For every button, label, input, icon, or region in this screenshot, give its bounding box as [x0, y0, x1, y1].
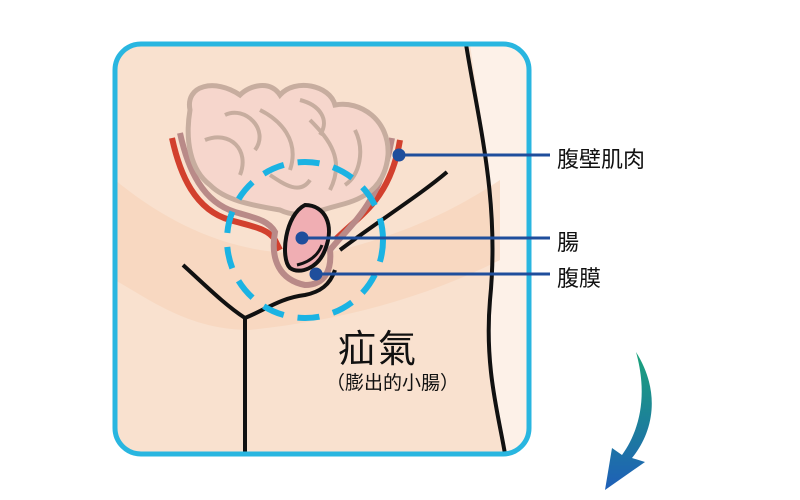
intestine-folds: [204, 98, 363, 191]
body-outline: [464, 44, 508, 454]
leader-dot-intestine: [295, 231, 309, 245]
hernia-title: 疝氣: [338, 327, 419, 371]
hernia-highlight-circle: [224, 159, 386, 321]
label-abdominal-muscle: 腹壁肌肉: [557, 148, 646, 173]
peritoneum: [177, 132, 395, 289]
small-intestine: [185, 83, 391, 217]
label-intestine: 腸: [557, 231, 580, 256]
down-arrow-icon: [605, 352, 652, 490]
leader-dot-peritoneum: [309, 267, 323, 281]
bowel-fold: [296, 244, 324, 267]
groin-line-mid: [244, 269, 337, 320]
inguinal-line: [338, 170, 449, 252]
groin-line-left: [181, 263, 247, 454]
frame: [112, 41, 532, 457]
hernia-subtitle: （膨出的小腸）: [326, 372, 460, 394]
label-peritoneum: 腹膜: [557, 267, 602, 292]
leader-dot-muscle: [392, 148, 406, 162]
